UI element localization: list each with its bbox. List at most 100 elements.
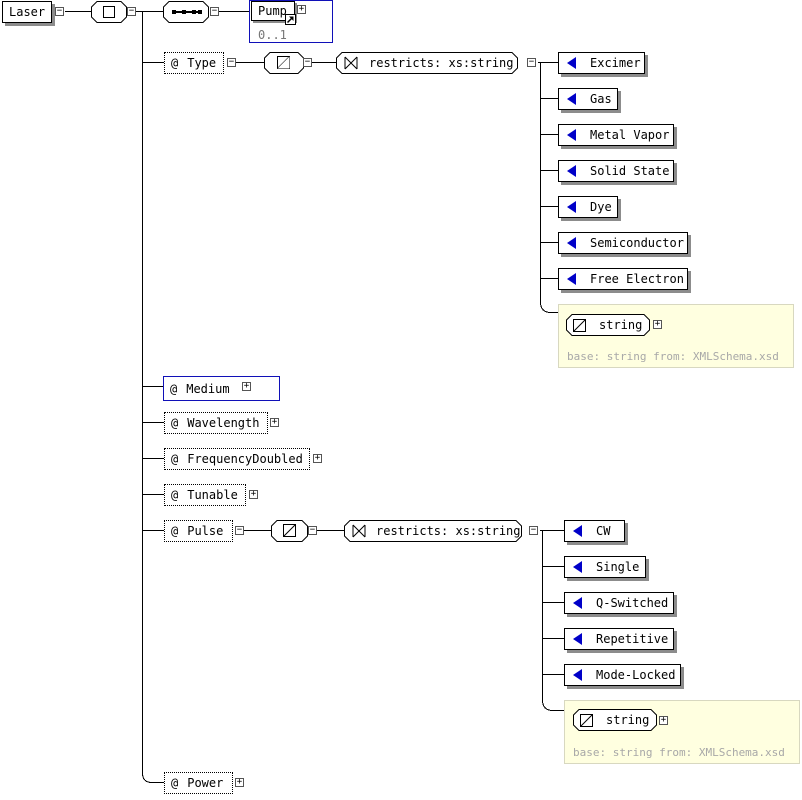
complex-type-icon[interactable] — [91, 1, 127, 23]
enum-label: Semiconductor — [590, 236, 684, 250]
attribute-frequency-doubled[interactable]: @ FrequencyDoubled — [164, 448, 310, 470]
collapse-type-simple-minus-box-icon[interactable]: − — [303, 57, 312, 67]
restriction-pulse-label: restricts: xs:string — [376, 524, 521, 538]
enum-label: Solid State — [590, 164, 670, 178]
attribute-at-symbol: @ — [171, 776, 179, 790]
attribute-medium[interactable]: @ Medium — [163, 376, 280, 401]
enumeration-triangle-icon — [573, 525, 582, 537]
attribute-at-symbol: @ — [171, 416, 179, 430]
enum-label: CW — [596, 524, 611, 538]
collapse-type-restriction-minus-box-icon[interactable]: − — [527, 57, 536, 67]
enum-q-switched[interactable]: Q-Switched — [564, 592, 674, 614]
attribute-wavelength-label: Wavelength — [187, 416, 260, 430]
attribute-at-symbol: @ — [170, 381, 178, 396]
enum-label: Dye — [590, 200, 612, 214]
base-type-note-text: base: string from: XMLSchema.xsd — [567, 350, 779, 363]
sequence-compositor-icon[interactable] — [163, 1, 209, 23]
base-string-label: string — [606, 713, 650, 727]
pump-element[interactable]: Pump — [251, 1, 295, 21]
collapse-pulse-restriction-minus-box-icon[interactable]: − — [529, 525, 538, 535]
expand-string-plus-box-icon[interactable]: + — [653, 319, 662, 329]
base-type-note-pulse: base: string from: XMLSchema.xsd — [564, 700, 800, 764]
attribute-tunable-label: Tunable — [187, 488, 238, 502]
reference-arrow-icon — [285, 14, 296, 25]
base-string-badge[interactable] — [566, 314, 650, 336]
attribute-at-symbol: @ — [171, 524, 179, 538]
enum-label: Mode-Locked — [596, 668, 676, 682]
expand-pump-plus-box-icon[interactable]: + — [297, 4, 306, 14]
enumeration-triangle-icon — [567, 57, 576, 69]
enum-free-electron[interactable]: Free Electron — [558, 268, 688, 290]
attribute-pulse-label: Pulse — [187, 524, 224, 538]
enum-label: Single — [596, 560, 640, 574]
enum-label: Repetitive — [596, 632, 669, 646]
root-element-label: Laser — [9, 5, 46, 19]
collapse-complex-type-minus-box-icon[interactable]: − — [127, 6, 136, 16]
expand-wavelength-plus-box-icon[interactable]: + — [270, 417, 279, 427]
pump-element-label: Pump — [258, 4, 287, 18]
simple-type-icon — [580, 714, 593, 727]
attribute-at-symbol: @ — [171, 56, 179, 70]
root-element-laser[interactable]: Laser — [2, 1, 52, 23]
expand-string-plus-box-icon[interactable]: + — [659, 715, 668, 725]
enumeration-triangle-icon — [567, 93, 576, 105]
enumeration-triangle-icon — [573, 561, 582, 573]
enumeration-triangle-icon — [567, 273, 576, 285]
expand-power-plus-box-icon[interactable]: + — [235, 777, 244, 787]
attribute-power-label: Power — [187, 776, 224, 790]
attribute-type-label: Type — [187, 56, 217, 70]
enumeration-triangle-icon — [573, 669, 582, 681]
enum-dye[interactable]: Dye — [558, 196, 618, 218]
enum-mode-locked[interactable]: Mode-Locked — [564, 664, 681, 686]
enum-semiconductor[interactable]: Semiconductor — [558, 232, 688, 254]
simple-type-icon — [573, 319, 586, 332]
expand-tunable-plus-box-icon[interactable]: + — [249, 489, 258, 499]
collapse-type-minus-box-icon[interactable]: − — [227, 57, 236, 67]
enumeration-triangle-icon — [567, 237, 576, 249]
simple-type-icon[interactable] — [264, 52, 304, 74]
base-string-badge[interactable] — [573, 709, 657, 731]
attribute-medium-label: Medium — [186, 381, 230, 396]
enumeration-triangle-icon — [567, 201, 576, 213]
restriction-type-label: restricts: xs:string — [369, 56, 514, 70]
base-type-note-text: base: string from: XMLSchema.xsd — [573, 746, 785, 759]
enumeration-triangle-icon — [573, 633, 582, 645]
simple-type-icon[interactable] — [271, 520, 308, 542]
attribute-frequency-doubled-label: FrequencyDoubled — [187, 452, 303, 466]
enumeration-triangle-icon — [567, 165, 576, 177]
attribute-type[interactable]: @ Type — [164, 52, 224, 74]
enum-cw[interactable]: CW — [564, 520, 625, 542]
enum-label: Excimer — [590, 56, 641, 70]
enum-gas[interactable]: Gas — [558, 88, 618, 110]
enum-label: Metal Vapor — [590, 128, 670, 142]
enum-single[interactable]: Single — [564, 556, 646, 578]
collapse-root-minus-box-icon[interactable]: − — [55, 6, 64, 16]
enum-label: Free Electron — [590, 272, 684, 286]
enumeration-triangle-icon — [567, 129, 576, 141]
restriction-bowtie-icon — [352, 524, 366, 538]
enum-repetitive[interactable]: Repetitive — [564, 628, 674, 650]
attribute-at-symbol: @ — [171, 488, 179, 502]
base-string-label: string — [599, 318, 643, 332]
enumeration-triangle-icon — [573, 597, 582, 609]
attribute-tunable[interactable]: @ Tunable — [164, 484, 246, 506]
enum-label: Q-Switched — [596, 596, 669, 610]
enum-solid-state[interactable]: Solid State — [558, 160, 674, 182]
restriction-box-pulse[interactable] — [344, 520, 522, 542]
restriction-bowtie-icon — [344, 56, 358, 70]
collapse-pulse-simple-minus-box-icon[interactable]: − — [308, 525, 317, 535]
restriction-box-type[interactable] — [336, 52, 518, 74]
expand-medium-plus-box-icon[interactable]: + — [242, 381, 251, 391]
attribute-power[interactable]: @ Power — [164, 772, 233, 794]
attribute-pulse[interactable]: @ Pulse — [164, 520, 233, 542]
enum-label: Gas — [590, 92, 612, 106]
attribute-wavelength[interactable]: @ Wavelength — [164, 412, 268, 434]
attribute-at-symbol: @ — [171, 452, 179, 466]
collapse-pulse-minus-box-icon[interactable]: − — [235, 525, 244, 535]
enum-excimer[interactable]: Excimer — [558, 52, 645, 74]
collapse-sequence-minus-box-icon[interactable]: − — [210, 6, 219, 16]
pump-occurrence: 0..1 — [258, 28, 287, 42]
enum-metal-vapor[interactable]: Metal Vapor — [558, 124, 674, 146]
expand-frequency-doubled-plus-box-icon[interactable]: + — [313, 453, 322, 463]
